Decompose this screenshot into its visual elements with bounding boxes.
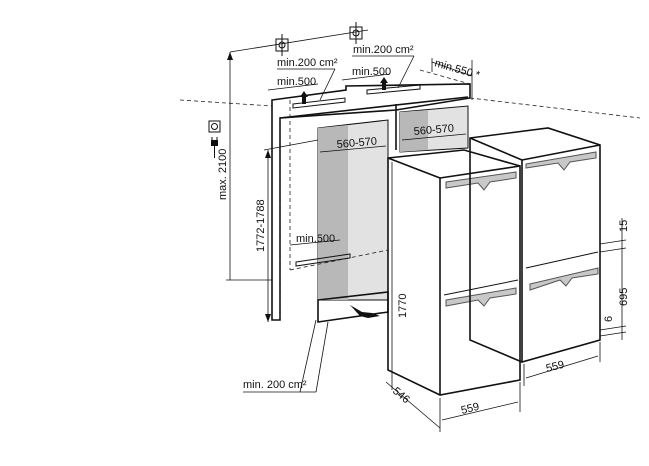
niche-width-left-label: 560-570 [336,136,377,151]
vent-bottom-depth: min.500 [296,233,335,245]
airflow-arrow-icon [350,305,380,318]
appliance-right [469,127,601,363]
niche-depth-label: min.550 * [433,57,482,82]
appliance-left: 1770 [387,149,521,396]
max-height-label: max. 2100 [217,149,229,200]
door-handle [525,151,597,171]
vent-bottom-area: min. 200 cm² [243,379,307,391]
appliance-width-left-label: 559 [460,401,481,417]
bottom-vent: min.500 min. 200 cm² [243,233,380,393]
socket-icon [208,120,221,133]
door-dimensions: 15 695 6 [599,218,630,340]
niche-width-left: 560-570 [319,136,387,153]
vent-top-right-depth: min.500 [352,66,391,78]
niche-height-label: 1772-1788 [255,199,267,252]
depth-dimension: 546 [385,381,441,429]
door-gap-bottom-label: 6 [603,316,615,322]
top-vent-right: min.500 min.200 cm² [341,44,421,95]
width-dimension-right: 559 [523,342,601,386]
niche-width-right-label: 560-570 [413,123,454,138]
door-gap-top-label: 15 [618,220,630,232]
appliance-height-label: 1770 [397,294,409,318]
vent-top-right-area: min.200 cm² [353,44,414,56]
max-height-dimension: max. 2100 [217,52,272,281]
top-vent-left: min.500 min.200 cm² [267,57,346,109]
airflow-arrow-icon [380,77,388,90]
vent-top-left-depth: min.500 [277,76,316,88]
vent-position-icon [275,34,289,56]
niche-width-right: 560-570 [401,123,467,141]
niche-depth-dimension: min.550 * [431,57,482,100]
width-dimension-left: 559 [439,382,521,432]
airflow-arrow-icon [300,91,308,104]
plug-icon [211,137,218,158]
door-handle [529,267,599,291]
vent-top-left-area: min.200 cm² [277,57,338,69]
installation-niche [179,69,641,323]
door-height-label: 695 [618,288,630,306]
door-handle [445,287,517,307]
niche-height-dimension: 1772-1788 [255,139,319,322]
vent-position-icon [349,22,363,44]
top-reference-line [229,22,369,56]
door-handle [445,171,517,191]
appliance-width-right-label: 559 [545,359,566,375]
